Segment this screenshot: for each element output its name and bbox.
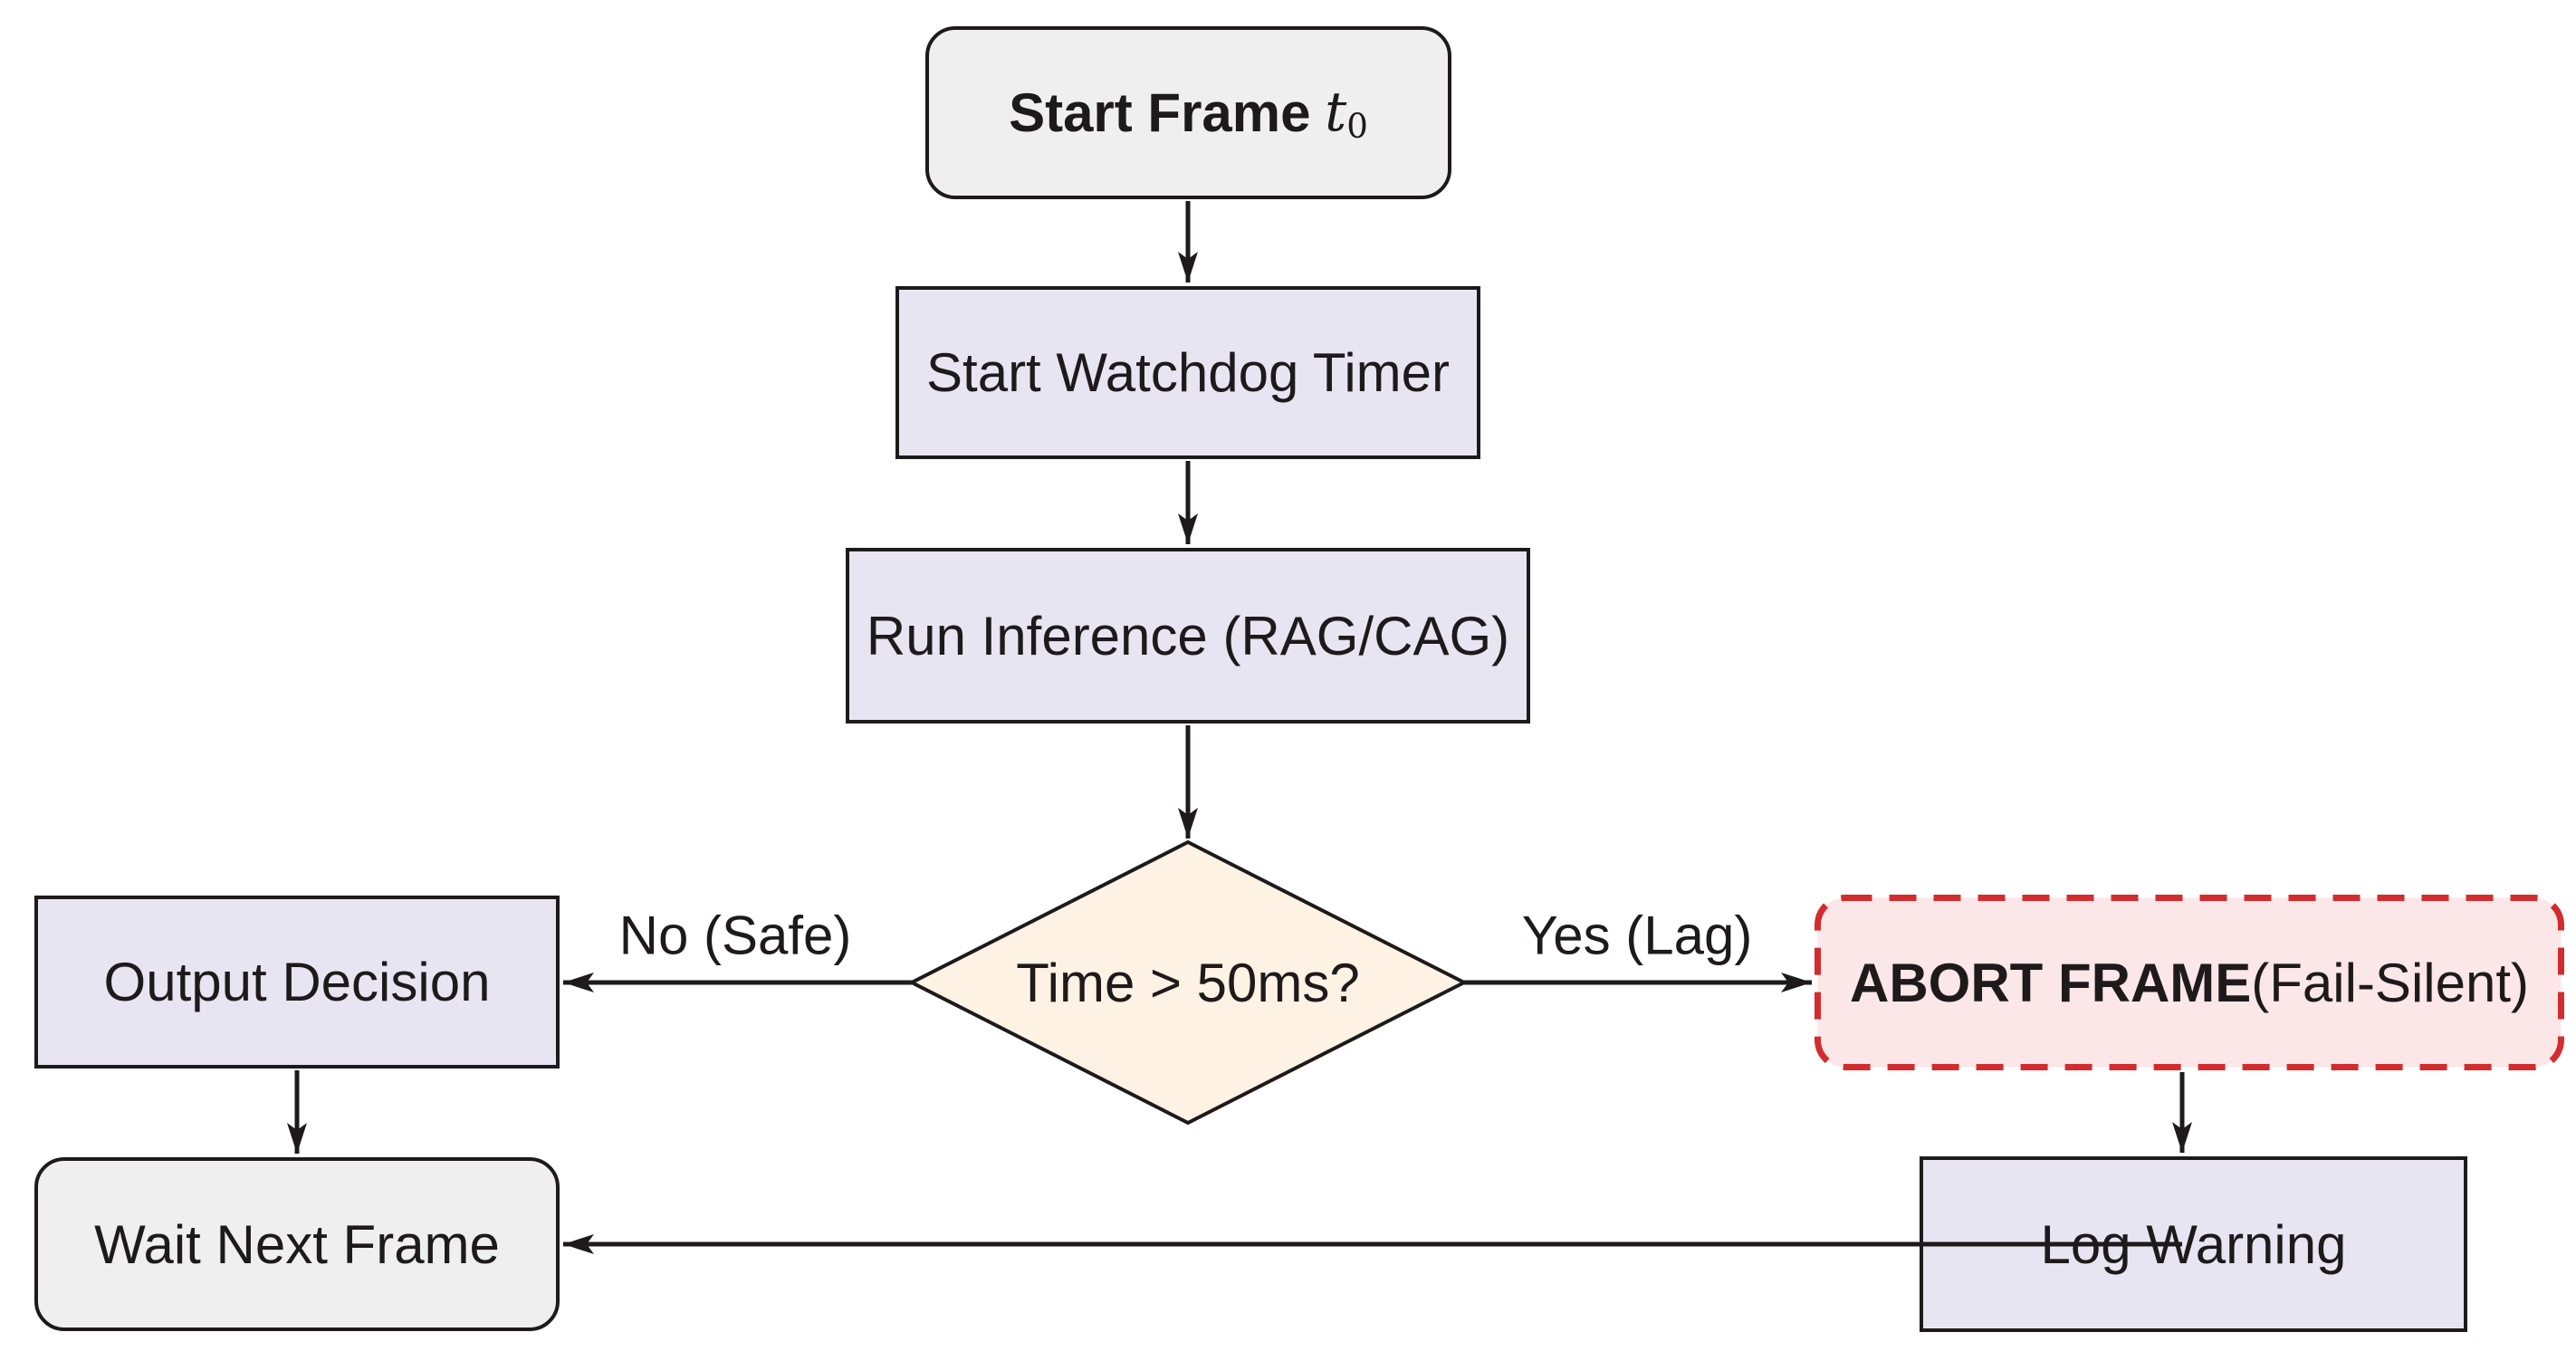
edge-label-no: No (Safe) (618, 905, 852, 966)
watchdog-timer-label: Start Watchdog Timer (926, 342, 1450, 403)
abort-frame-label-bold: ABORT FRAME (1849, 952, 2252, 1013)
output-decision-node: Output Decision (34, 896, 560, 1069)
decision-diamond: Time > 50ms? (912, 892, 1464, 1073)
wait-next-frame-node: Wait Next Frame (34, 1157, 560, 1331)
start-frame-label: Start Frame (1009, 82, 1311, 143)
wait-next-frame-label: Wait Next Frame (94, 1213, 500, 1275)
log-warning-label: Log Warning (2040, 1213, 2347, 1275)
abort-frame-label-rest: (Fail-Silent) (2251, 952, 2529, 1013)
decision-label: Time > 50ms? (1016, 952, 1360, 1013)
watchdog-timer-node: Start Watchdog Timer (895, 286, 1480, 459)
output-decision-label: Output Decision (103, 952, 491, 1012)
edge-label-yes: Yes (Lag) (1521, 905, 1753, 966)
start-frame-math: t0 (1325, 81, 1368, 147)
abort-frame-node: ABORT FRAME(Fail-Silent) (1815, 895, 2564, 1070)
run-inference-node: Run Inference (RAG/CAG) (846, 548, 1530, 724)
run-inference-label: Run Inference (RAG/CAG) (866, 605, 1510, 666)
log-warning-node: Log Warning (1920, 1156, 2467, 1332)
